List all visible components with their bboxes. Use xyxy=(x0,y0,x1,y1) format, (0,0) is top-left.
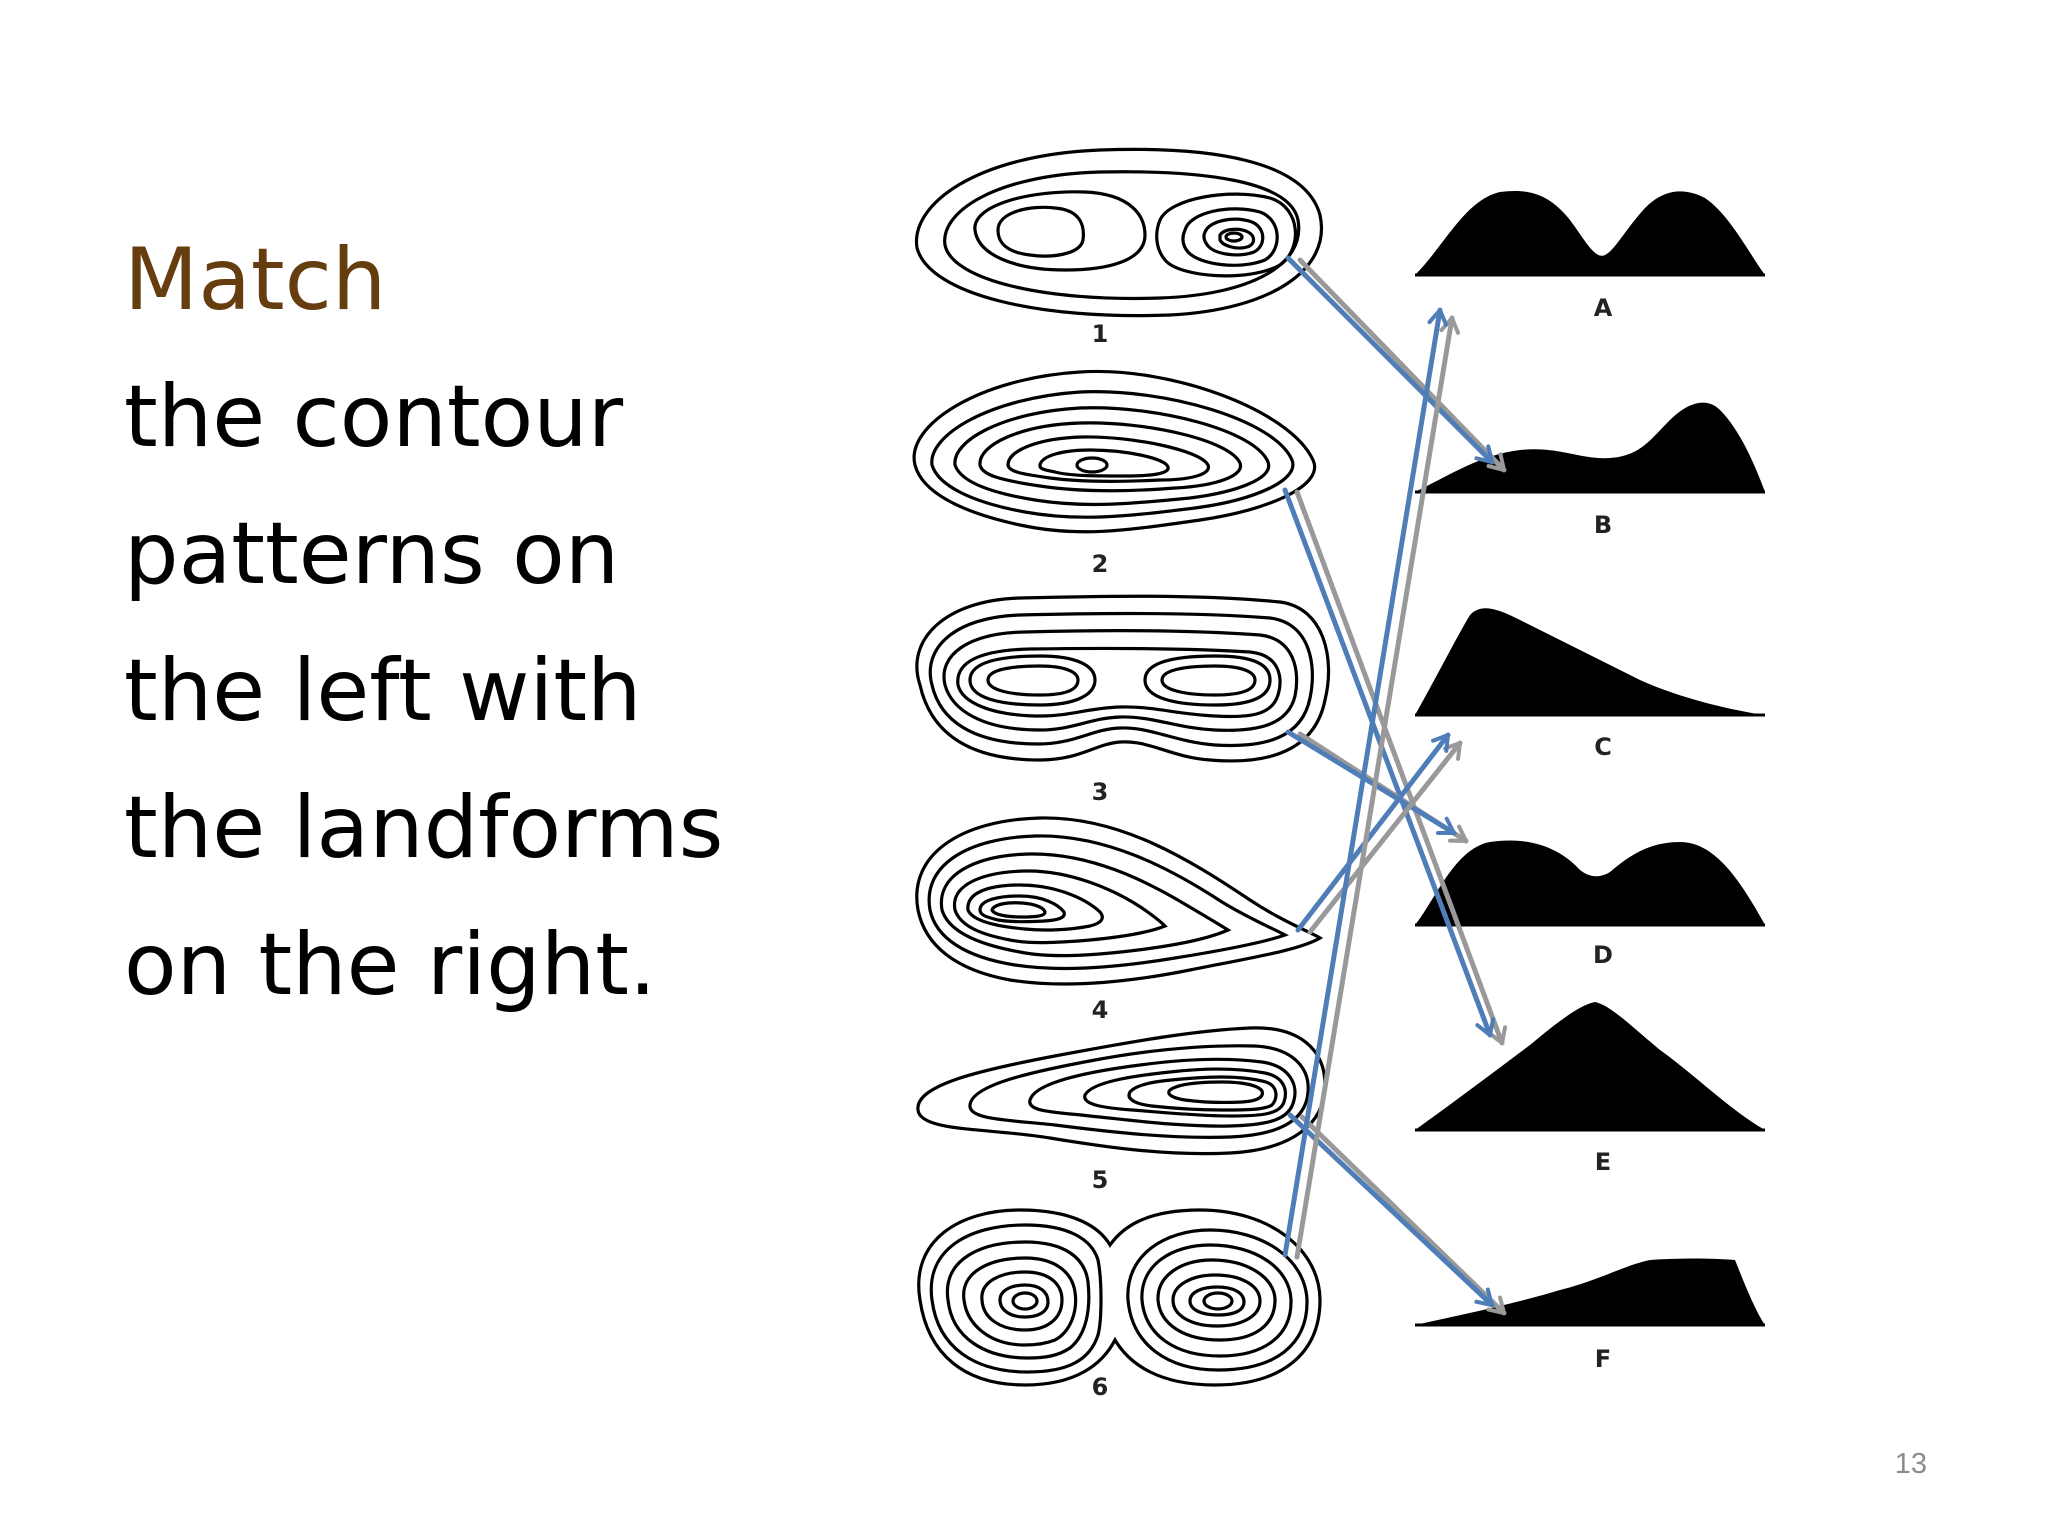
match-arrow-1B-gray-head xyxy=(1486,452,1506,472)
instruction-line: the left with xyxy=(124,641,642,741)
match-arrow-5F-head xyxy=(1474,1287,1494,1307)
landform-label-D: D xyxy=(1593,941,1613,969)
contour-landform-figure: 1 2 3 xyxy=(912,147,1765,1401)
match-arrow-3D-gray-head xyxy=(1448,824,1468,843)
match-arrow-1B-gray-line xyxy=(1297,257,1507,473)
contour-label-4: 4 xyxy=(1092,996,1109,1024)
landform-label-B: B xyxy=(1594,511,1612,539)
landform-label-E: E xyxy=(1595,1148,1611,1176)
match-arrow-6A-line xyxy=(1282,307,1443,1258)
contour-label-1: 1 xyxy=(1092,320,1109,348)
match-arrow-5F-gray-line xyxy=(1299,1114,1507,1316)
match-arrow-4C-line xyxy=(1295,732,1451,933)
landform-profile-B xyxy=(1415,402,1765,494)
contour-label-5: 5 xyxy=(1092,1166,1109,1194)
match-arrow-3D-head xyxy=(1436,816,1456,836)
match-arrow-6A-head xyxy=(1427,308,1449,327)
contour-map-4 xyxy=(915,816,1324,986)
match-arrow-2E-gray-head xyxy=(1487,1025,1508,1045)
contour-label-2: 2 xyxy=(1092,550,1109,578)
landform-profile-A xyxy=(1415,190,1765,277)
match-arrow-2E-head xyxy=(1475,1017,1496,1037)
instruction-line: patterns on xyxy=(124,504,620,604)
landform-profile-F xyxy=(1415,1258,1765,1327)
contour-map-2 xyxy=(912,369,1317,534)
slide-heading: Match xyxy=(124,230,387,330)
landform-profile-E xyxy=(1415,1002,1765,1132)
landform-label-C: C xyxy=(1594,733,1612,761)
contour-label-3: 3 xyxy=(1092,778,1109,806)
landform-profile-D xyxy=(1415,840,1765,927)
contour-label-6: 6 xyxy=(1092,1373,1109,1401)
match-arrow-2E-gray-line xyxy=(1294,489,1505,1046)
match-arrow-5F-gray-head xyxy=(1486,1295,1506,1315)
instruction-line: on the right. xyxy=(124,915,657,1015)
match-arrow-3D-line xyxy=(1285,729,1457,836)
match-arrow-4C-head xyxy=(1431,733,1450,753)
landform-label-A: A xyxy=(1594,294,1613,322)
match-arrows xyxy=(1282,255,1508,1316)
page-number: 13 xyxy=(1894,1448,1927,1480)
contour-map-6 xyxy=(917,1208,1322,1387)
contour-map-3 xyxy=(915,594,1331,763)
match-arrow-4C-gray-head xyxy=(1442,741,1462,761)
instruction-line: the contour xyxy=(124,367,624,467)
instruction-text: Match the contour patterns on the left w… xyxy=(124,212,824,1034)
instruction-line: the landforms xyxy=(124,778,724,878)
match-arrow-1B-head xyxy=(1474,444,1494,464)
match-arrow-1B-line xyxy=(1285,255,1495,465)
match-arrow-6A-gray-line xyxy=(1294,315,1455,1260)
contour-map-1 xyxy=(914,147,1323,318)
match-arrow-5F-line xyxy=(1287,1112,1495,1308)
landform-profile-C xyxy=(1415,608,1765,717)
match-arrow-4C-gray-line xyxy=(1307,740,1463,935)
landform-label-F: F xyxy=(1595,1345,1611,1373)
match-arrow-2E-line xyxy=(1282,487,1493,1038)
contour-map-5 xyxy=(916,1026,1327,1156)
